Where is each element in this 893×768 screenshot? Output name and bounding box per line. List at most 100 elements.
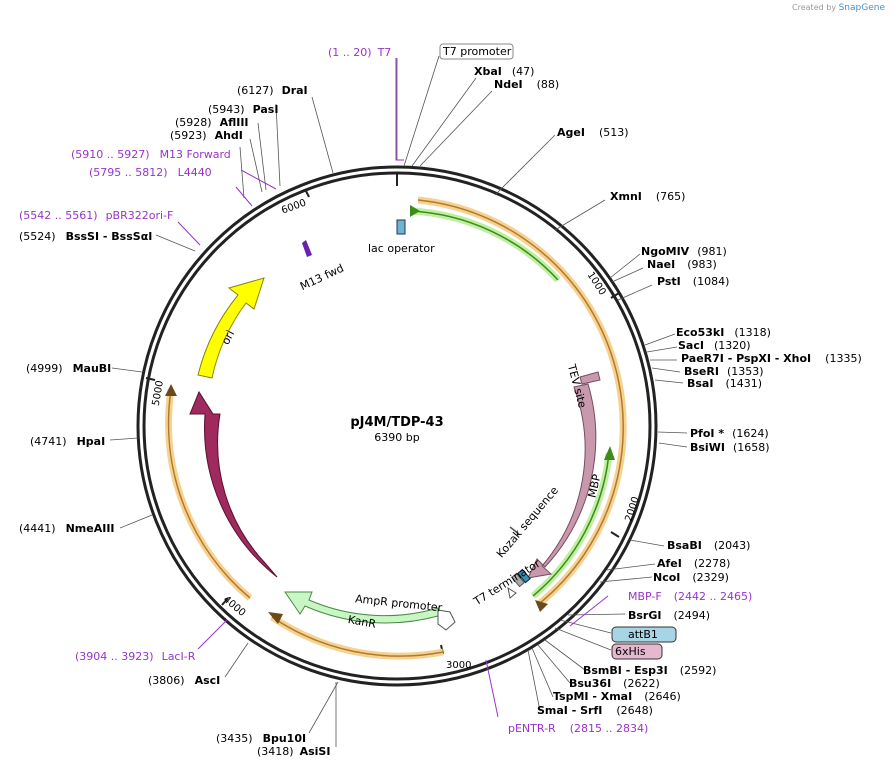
xhoi-name: PaeR7I - PspXI - XhoI bbox=[681, 352, 811, 365]
laci-r-name: LacI-R bbox=[162, 650, 196, 663]
site-afei: AfeI (2278) bbox=[657, 557, 730, 570]
xmai-name: TspMI - XmaI bbox=[553, 690, 632, 703]
site-ndei: NdeI(88) bbox=[494, 78, 559, 91]
ampr-promoter-arrow bbox=[437, 609, 456, 631]
primer-lines bbox=[177, 58, 609, 718]
asci-pos: (3806) bbox=[148, 674, 185, 687]
psti-pos: (1084) bbox=[693, 275, 730, 288]
site-m13-forward: (5910 .. 5927) M13 Forward bbox=[71, 148, 231, 161]
drai-name: DraI bbox=[282, 84, 308, 97]
xmni-name: XmnI bbox=[610, 190, 642, 203]
m13-forward-pos: (5910 .. 5927) bbox=[71, 148, 150, 161]
xmai-pos: (2646) bbox=[644, 690, 681, 703]
laci-label: lacI bbox=[200, 490, 216, 511]
his-tag-box bbox=[611, 643, 663, 660]
pfoi-name: PfoI * bbox=[690, 427, 724, 440]
xbai-pos: (47) bbox=[512, 65, 535, 78]
ngomiv-name: NgoMIV bbox=[641, 245, 690, 258]
bsai-pos: (1431) bbox=[725, 377, 762, 390]
mbp-f-name: MBP-F bbox=[628, 590, 662, 603]
site-ahdi: (5923)AhdI bbox=[170, 129, 243, 142]
site-xmai: TspMI - XmaI (2646) bbox=[553, 690, 681, 703]
site-ncoi: NcoI(2329) bbox=[653, 571, 729, 584]
asci-name: AscI bbox=[195, 674, 221, 687]
t7-terminator-feature: T7 terminator bbox=[471, 557, 543, 609]
saci-name: SacI bbox=[678, 339, 704, 352]
green-arc-top bbox=[409, 205, 561, 283]
hpai-name: HpaI bbox=[77, 435, 106, 448]
t7-name: T7 bbox=[377, 46, 392, 59]
kanr-feature: KanR bbox=[284, 591, 439, 631]
laci-feature: lacI bbox=[189, 390, 278, 578]
xmni-pos: (765) bbox=[656, 190, 686, 203]
laci-r-pos: (3904 .. 3923) bbox=[75, 650, 154, 663]
bsiwi-name: BsiWI bbox=[690, 441, 725, 454]
site-bsssi: (5524)BssSI - BssSαI bbox=[19, 230, 152, 243]
leader-lines bbox=[109, 55, 688, 747]
ori-feature: ori bbox=[197, 277, 265, 379]
site-xbai: XbaI (47) bbox=[474, 65, 534, 78]
m13-forward-name: M13 Forward bbox=[160, 148, 231, 161]
xbai-name: XbaI bbox=[474, 65, 502, 78]
plasmid-length: 6390 bp bbox=[374, 431, 419, 444]
eco53ki-pos: (1318) bbox=[734, 326, 771, 339]
xhoi-pos: (1335) bbox=[825, 352, 862, 365]
bsabi-name: BsaBI bbox=[667, 539, 702, 552]
mbp-feature: MBP bbox=[527, 371, 604, 579]
site-bsiwi: BsiWI(1658) bbox=[690, 441, 770, 454]
site-saci: SacI(1320) bbox=[678, 339, 751, 352]
bsmbi-name: BsmBI - Esp3I bbox=[583, 664, 668, 677]
tick-3000: 3000 bbox=[446, 660, 471, 671]
site-bpu10i: (3435) Bpu10I bbox=[216, 732, 306, 745]
site-naei: NaeI(983) bbox=[647, 258, 717, 271]
orange-arc-left bbox=[165, 384, 444, 660]
ngomiv-pos: (981) bbox=[697, 245, 727, 258]
site-eco53ki: Eco53kI (1318) bbox=[676, 326, 771, 339]
afliii-pos: (5928) bbox=[175, 116, 212, 129]
bpu10i-pos: (3435) bbox=[216, 732, 253, 745]
bpu10i-name: Bpu10I bbox=[263, 732, 307, 745]
pasi-pos: (5943) bbox=[208, 103, 245, 116]
bsmbi-pos: (2592) bbox=[680, 664, 717, 677]
pbr322ori-f-name: pBR322ori-F bbox=[106, 209, 174, 222]
pfoi-pos: (1624) bbox=[732, 427, 769, 440]
asisi-pos: (3418) bbox=[257, 745, 294, 758]
site-bsmbi: BsmBI - Esp3I (2592) bbox=[583, 664, 716, 677]
afei-name: AfeI bbox=[657, 557, 682, 570]
l4440-pos: (5795 .. 5812) bbox=[89, 166, 168, 179]
site-srfi: SmaI - SrfI(2648) bbox=[537, 704, 653, 717]
mbp-label: MBP bbox=[586, 473, 604, 499]
site-xmni: XmnI (765) bbox=[610, 190, 685, 203]
naei-name: NaeI bbox=[647, 258, 675, 271]
tick-1000: 1000 bbox=[585, 270, 608, 297]
drai-pos: (6127) bbox=[237, 84, 274, 97]
snapgene-credit: Created by SnapGene bbox=[792, 3, 885, 13]
bsssi-pos: (5524) bbox=[19, 230, 56, 243]
site-agei: AgeI(513) bbox=[557, 126, 629, 139]
kozak-label: Kozak sequence bbox=[494, 484, 561, 561]
site-bsu36i: Bsu36I(2622) bbox=[569, 677, 660, 690]
site-pasi: (5943) PasI bbox=[208, 103, 278, 116]
bsabi-pos: (2043) bbox=[714, 539, 751, 552]
site-bseri: BseRI(1353) bbox=[684, 365, 764, 378]
pasi-name: PasI bbox=[253, 103, 279, 116]
site-t7: (1 .. 20) T7 bbox=[328, 46, 391, 59]
agei-name: AgeI bbox=[557, 126, 585, 139]
eco53ki-name: Eco53kI bbox=[676, 326, 724, 339]
m13-fwd-label: M13 fwd bbox=[298, 262, 346, 293]
ndei-pos: (88) bbox=[537, 78, 560, 91]
site-drai: (6127) DraI bbox=[237, 84, 308, 97]
site-asci: (3806) AscI bbox=[148, 674, 220, 687]
ori-label: ori bbox=[219, 328, 237, 347]
site-bsrgi: BsrGI(2494) bbox=[628, 609, 710, 622]
maubi-name: MauBI bbox=[73, 362, 112, 375]
bseri-name: BseRI bbox=[684, 365, 719, 378]
afei-pos: (2278) bbox=[694, 557, 731, 570]
pbr322ori-f-pos: (5542 .. 5561) bbox=[19, 209, 98, 222]
t7-pos: (1 .. 20) bbox=[328, 46, 372, 59]
pentr-r-name: pENTR-R bbox=[508, 722, 556, 735]
ahdi-pos: (5923) bbox=[170, 129, 207, 142]
t7-promoter-label: T7 promoter bbox=[442, 45, 512, 58]
site-asisi: (3418)AsiSI bbox=[257, 745, 330, 758]
his-tag-label: 6xHis bbox=[615, 645, 646, 658]
